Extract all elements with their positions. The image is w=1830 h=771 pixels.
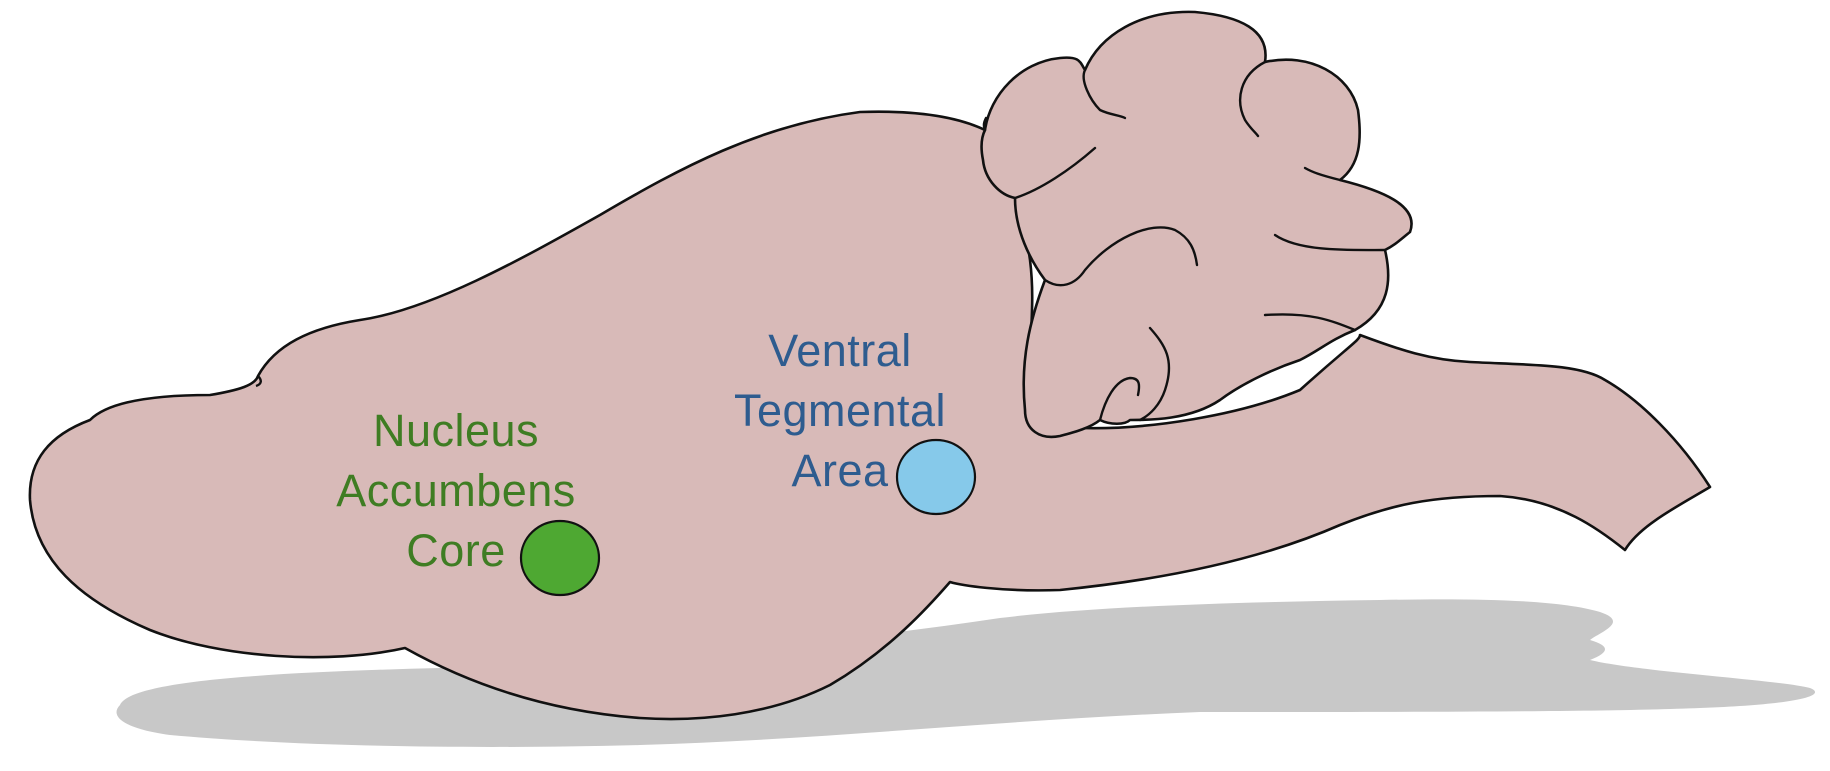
vta-label-line3: Area	[791, 445, 889, 496]
vta-label-line2: Tegmental	[734, 385, 946, 436]
cerebellum-folds	[982, 60, 1387, 422]
brain-body	[28, 110, 1712, 721]
vta-label-line1: Ventral	[768, 325, 912, 376]
nac-label-line2: Accumbens	[336, 465, 576, 516]
nac-label-line1: Nucleus	[373, 405, 539, 456]
olfactory-notch	[255, 375, 262, 388]
nac-marker	[519, 519, 601, 597]
nucleus-accumbens-group: Nucleus Accumbens Core	[336, 405, 601, 597]
nac-label-line3: Core	[406, 525, 506, 576]
brain-shadow	[116, 599, 1816, 747]
vta-marker	[895, 438, 977, 516]
ventral-tegmental-area-group: Ventral Tegmental Area	[734, 325, 977, 516]
